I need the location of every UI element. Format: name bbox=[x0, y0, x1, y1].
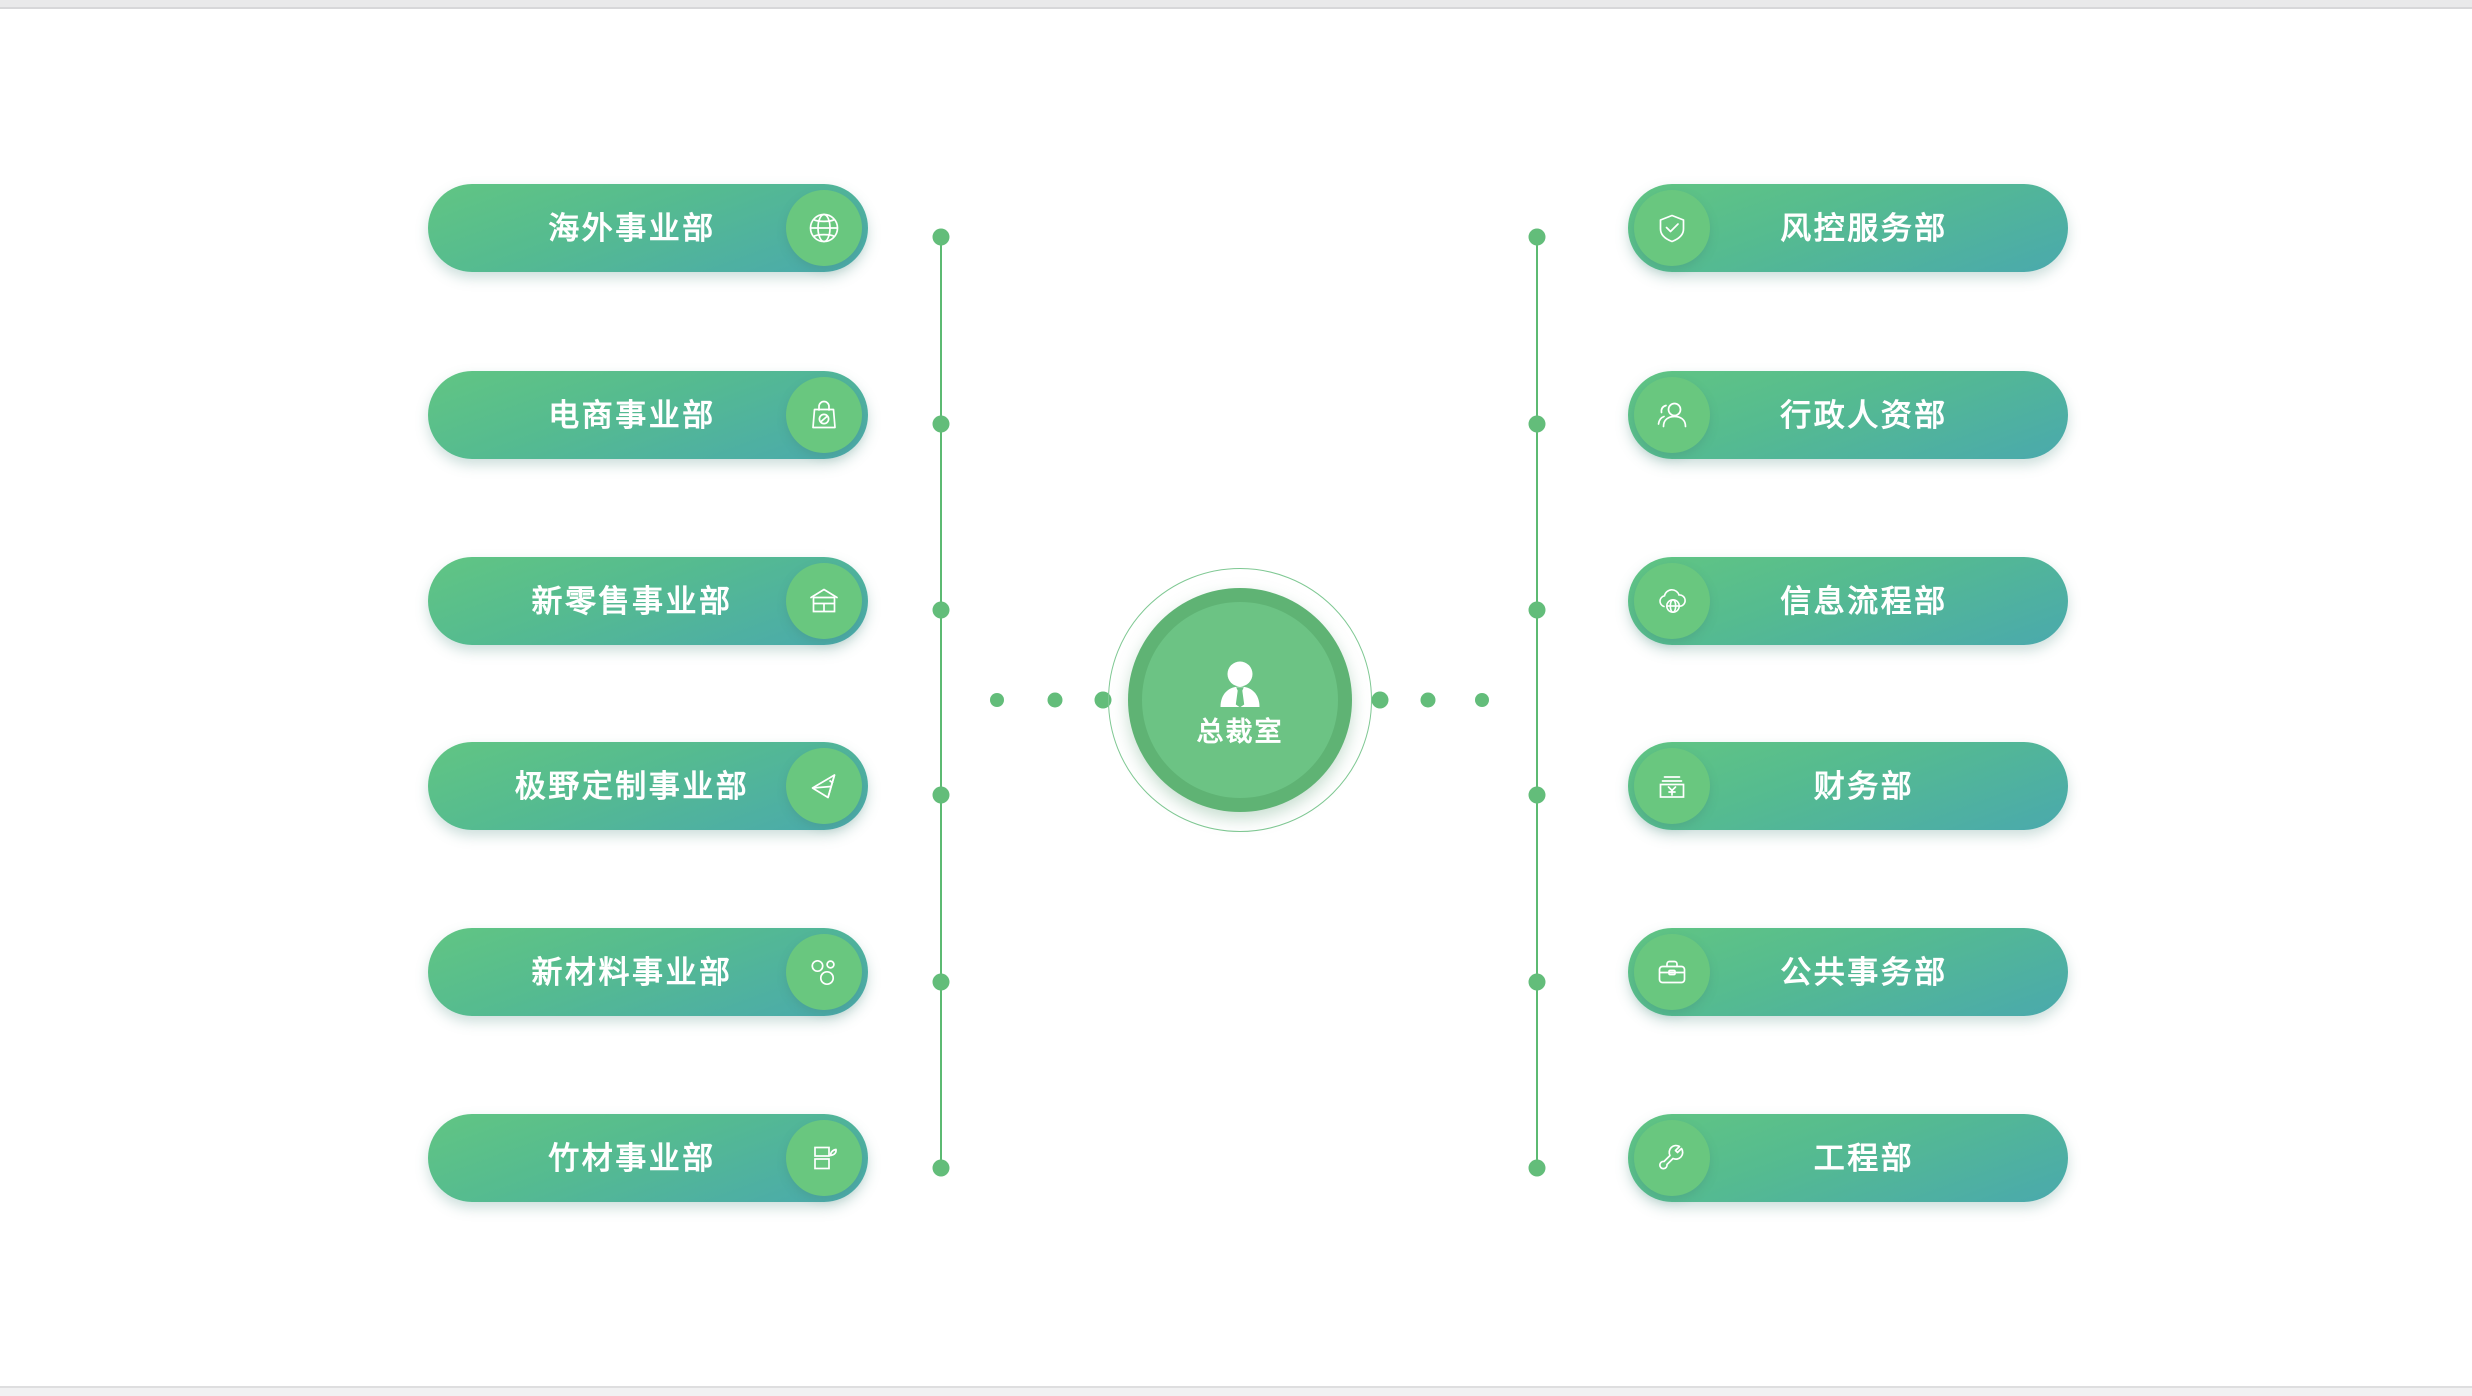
dept-pill-public-affairs[interactable]: 公共事务部 bbox=[1628, 928, 2068, 1016]
center-node-label: 总裁室 bbox=[1196, 716, 1284, 747]
dept-pill-custom-outdoor[interactable]: 极野定制事业部 bbox=[428, 742, 868, 830]
right-node-dot-3 bbox=[1528, 601, 1546, 619]
dept-label: 电商事业部 bbox=[548, 397, 716, 433]
hub-link-dot-right-mid bbox=[1420, 692, 1436, 708]
bottom-edge-strip bbox=[0, 1388, 2472, 1396]
dept-pill-it-process[interactable]: 信息流程部 bbox=[1628, 557, 2068, 645]
dept-label: 新零售事业部 bbox=[531, 583, 733, 619]
bamboo-icon bbox=[786, 1120, 862, 1196]
shopping-bag-icon bbox=[786, 377, 862, 453]
storefront-icon bbox=[786, 563, 862, 639]
dept-label: 风控服务部 bbox=[1780, 210, 1948, 246]
left-node-dot-2 bbox=[932, 415, 950, 433]
top-edge-line bbox=[0, 7, 2472, 9]
right-node-dot-2 bbox=[1528, 415, 1546, 433]
dept-label: 信息流程部 bbox=[1780, 583, 1948, 619]
right-node-dot-4 bbox=[1528, 786, 1546, 804]
dept-pill-ecommerce[interactable]: 电商事业部 bbox=[428, 371, 868, 459]
executive-person-icon bbox=[1211, 655, 1269, 719]
right-node-dot-6 bbox=[1528, 1159, 1546, 1177]
dept-pill-new-retail[interactable]: 新零售事业部 bbox=[428, 557, 868, 645]
dept-pill-risk-control[interactable]: 风控服务部 bbox=[1628, 184, 2068, 272]
hub-outer-ring bbox=[1108, 568, 1372, 832]
money-box-icon bbox=[1634, 748, 1710, 824]
dept-pill-admin-hr[interactable]: 行政人资部 bbox=[1628, 371, 2068, 459]
users-icon bbox=[1634, 377, 1710, 453]
center-node-president-office[interactable]: 总裁室 bbox=[1142, 602, 1338, 798]
hub-link-dot-left-near bbox=[1094, 691, 1112, 709]
bottom-edge-line bbox=[0, 1386, 2472, 1388]
dept-label: 竹材事业部 bbox=[548, 1140, 716, 1176]
dept-pill-bamboo[interactable]: 竹材事业部 bbox=[428, 1114, 868, 1202]
dept-pill-finance[interactable]: 财务部 bbox=[1628, 742, 2068, 830]
wrench-icon bbox=[1634, 1120, 1710, 1196]
left-spine-line bbox=[940, 237, 942, 1168]
dept-pill-overseas[interactable]: 海外事业部 bbox=[428, 184, 868, 272]
dept-pill-engineering[interactable]: 工程部 bbox=[1628, 1114, 2068, 1202]
briefcase-icon bbox=[1634, 934, 1710, 1010]
shield-check-icon bbox=[1634, 190, 1710, 266]
dept-label: 新材料事业部 bbox=[531, 954, 733, 990]
left-node-dot-1 bbox=[932, 228, 950, 246]
dept-label: 海外事业部 bbox=[548, 210, 716, 246]
tent-icon bbox=[786, 748, 862, 824]
molecule-icon bbox=[786, 934, 862, 1010]
hub-link-dot-left-mid bbox=[1047, 692, 1063, 708]
globe-icon bbox=[786, 190, 862, 266]
cloud-network-icon bbox=[1634, 563, 1710, 639]
hub-link-dot-left-far bbox=[990, 693, 1004, 707]
dept-label: 工程部 bbox=[1813, 1140, 1915, 1176]
left-node-dot-3 bbox=[932, 601, 950, 619]
dept-label: 极野定制事业部 bbox=[514, 768, 750, 804]
left-node-dot-4 bbox=[932, 786, 950, 804]
dept-label: 公共事务部 bbox=[1780, 954, 1948, 990]
dept-label: 行政人资部 bbox=[1780, 397, 1948, 433]
left-node-dot-6 bbox=[932, 1159, 950, 1177]
hub-link-dot-right-near bbox=[1371, 691, 1389, 709]
right-node-dot-5 bbox=[1528, 973, 1546, 991]
dept-pill-new-materials[interactable]: 新材料事业部 bbox=[428, 928, 868, 1016]
right-spine-line bbox=[1536, 237, 1538, 1168]
right-node-dot-1 bbox=[1528, 228, 1546, 246]
hub-link-dot-right-far bbox=[1475, 693, 1489, 707]
left-node-dot-5 bbox=[932, 973, 950, 991]
dept-label: 财务部 bbox=[1813, 768, 1915, 804]
top-edge-strip bbox=[0, 0, 2472, 7]
